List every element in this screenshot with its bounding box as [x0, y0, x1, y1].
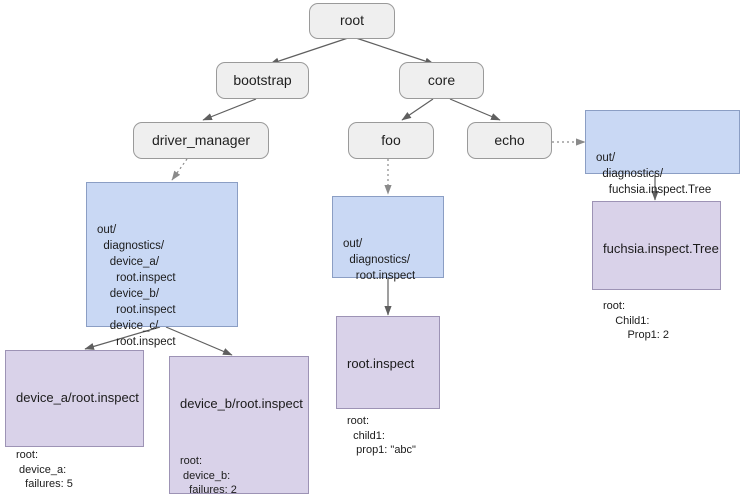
- node-bootstrap[interactable]: bootstrap: [216, 62, 309, 99]
- fuchsia-inspect-tree-panel: fuchsia.inspect.Tree root: Child1: Prop1…: [592, 201, 721, 341]
- driver-manager-out-panel: out/ diagnostics/ device_a/ root.inspect…: [86, 182, 238, 348]
- fuchsia-inspect-tree-body: root: Child1: Prop1: 2: [603, 300, 670, 341]
- fuchsia-inspect-tree-title: fuchsia.inspect.Tree: [603, 241, 719, 256]
- node-core[interactable]: core: [399, 62, 484, 99]
- device-b-root-inspect-panel: device_b/root.inspect root: device_b: fa…: [169, 356, 309, 494]
- device-b-panel-body: root: device_b: failures: 2 c1: c2: ... …: [180, 455, 237, 494]
- driver-manager-out-tree: out/ diagnostics/ device_a/ root.inspect…: [97, 224, 176, 348]
- foo-out-tree: out/ diagnostics/ root.inspect: [343, 238, 416, 282]
- node-echo-label: echo: [494, 131, 525, 148]
- node-root-label: root: [339, 12, 365, 29]
- echo-out-tree: out/ diagnostics/ fuchsia.inspect.Tree: [596, 152, 712, 196]
- node-driver-manager[interactable]: driver_manager: [133, 122, 269, 159]
- edge-root-bootstrap: [269, 37, 349, 65]
- edge-bootstrap-driver-manager: [202, 98, 257, 121]
- foo-out-panel: out/ diagnostics/ root.inspect: [332, 196, 444, 282]
- device-a-panel-body: root: device_a: failures: 5: [16, 449, 73, 490]
- edge-core-foo: [401, 98, 434, 121]
- node-bootstrap-label: bootstrap: [233, 71, 292, 88]
- node-foo-label: foo: [381, 131, 401, 148]
- node-driver-manager-label: driver_manager: [151, 131, 251, 148]
- node-foo[interactable]: foo: [348, 122, 434, 159]
- device-a-root-inspect-panel: device_a/root.inspect root: device_a: fa…: [5, 350, 144, 490]
- echo-out-panel: out/ diagnostics/ fuchsia.inspect.Tree: [585, 110, 740, 196]
- foo-root-inspect-panel: root.inspect root: child1: prop1: "abc": [336, 316, 440, 456]
- foo-root-inspect-title: root.inspect: [347, 356, 415, 371]
- node-root[interactable]: root: [309, 3, 395, 39]
- foo-root-inspect-body: root: child1: prop1: "abc": [347, 415, 416, 456]
- edge-core-echo: [449, 98, 501, 121]
- edge-root-core: [355, 37, 435, 65]
- device-b-panel-title: device_b/root.inspect: [180, 396, 303, 411]
- node-core-label: core: [427, 71, 456, 88]
- device-a-panel-title: device_a/root.inspect: [16, 390, 139, 405]
- node-echo[interactable]: echo: [467, 122, 552, 159]
- edge-driver-manager-out: [171, 158, 188, 181]
